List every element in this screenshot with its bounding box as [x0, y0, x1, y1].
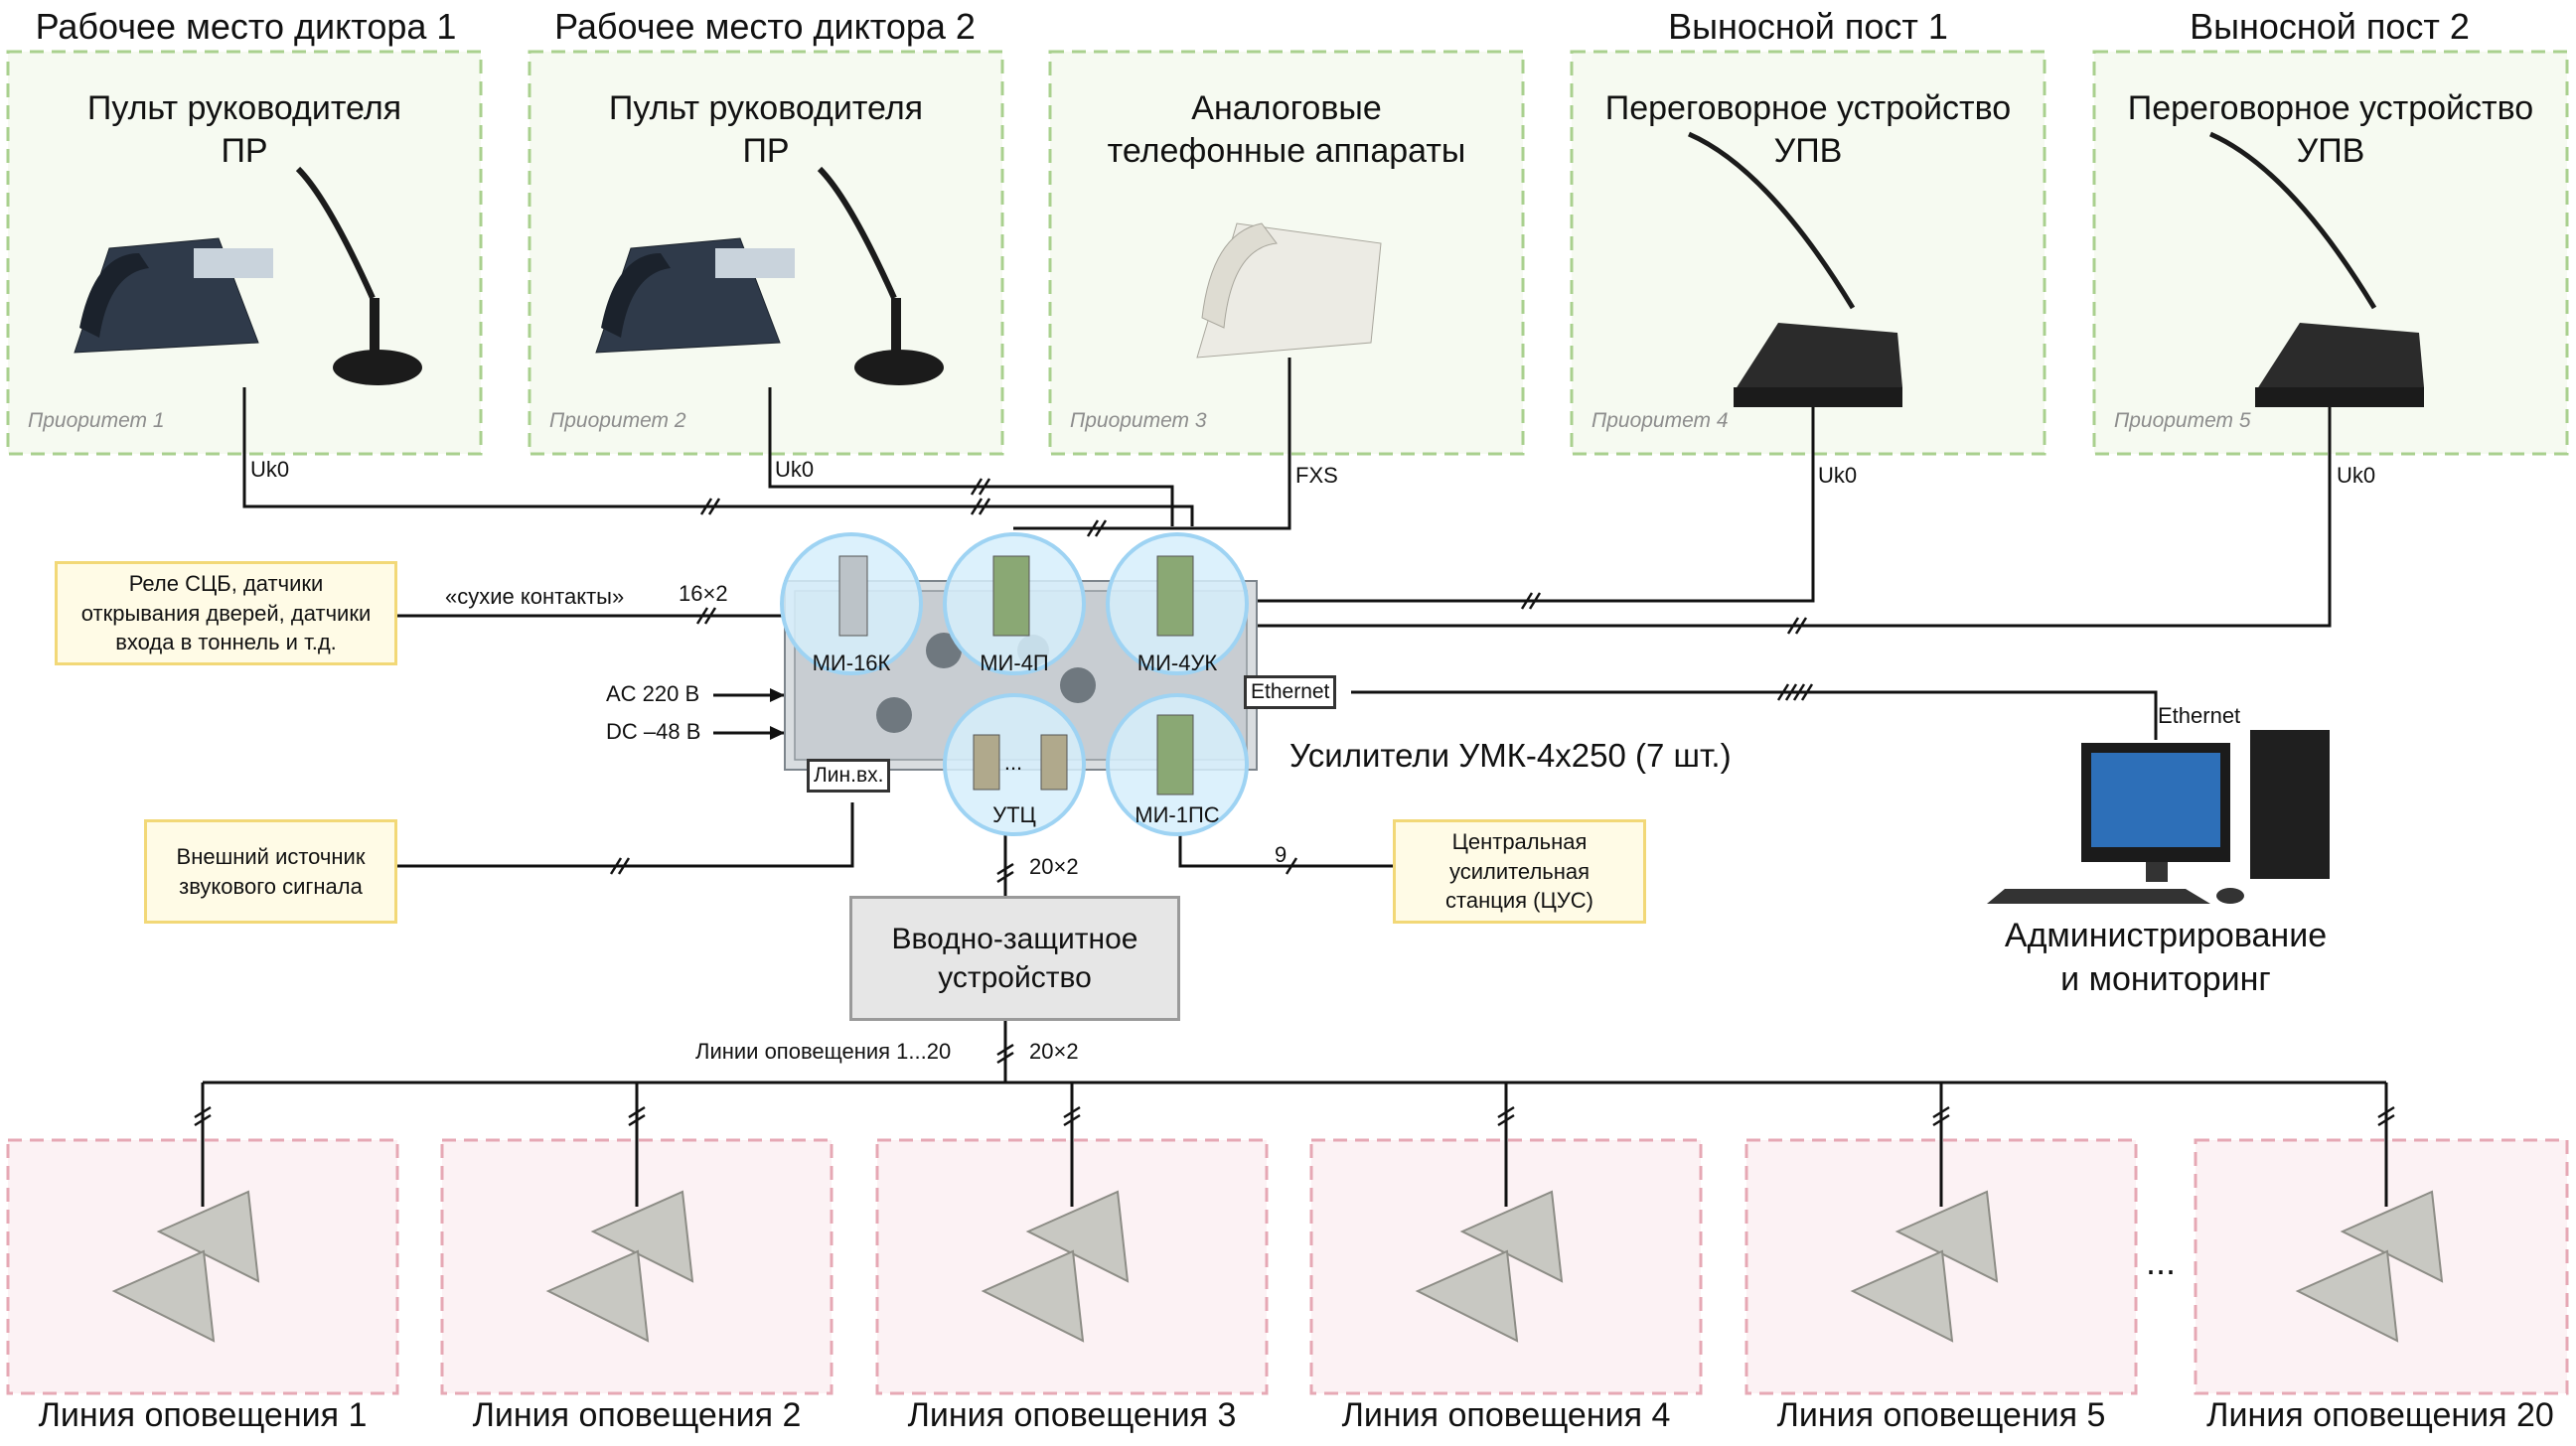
desk-phone-2 — [595, 237, 795, 354]
zone-header-2: Рабочее место диктора 2 — [554, 6, 976, 47]
zone-5-link-label: Uk0 — [2337, 463, 2376, 488]
conference-unit-1 — [1687, 131, 1902, 407]
relay-sensors-box: Реле СЦБ, датчики открывания дверей, дат… — [55, 561, 397, 665]
dc-arrow — [770, 726, 785, 740]
line-label-5: Линия оповещения 5 — [1776, 1396, 2106, 1434]
zone-1-link-label: Uk0 — [250, 457, 290, 482]
module-mi-1ps-label: МИ-1ПС — [1135, 802, 1220, 827]
zone-5-priority: Приоритет 5 — [2114, 409, 2251, 432]
cus-line-1: Центральная — [1451, 828, 1588, 854]
rack-to-vzu-count: 20×2 — [1029, 854, 1079, 879]
zone-header-5: Выносной пост 2 — [2190, 6, 2470, 47]
zone-5-device-title: Переговорное устройство УПВ — [2094, 87, 2567, 172]
relay-line-2: открывания дверей, датчики — [80, 600, 372, 626]
cus-count: 9 — [1275, 842, 1288, 867]
horn-speakers — [111, 1190, 2444, 1343]
module-mi-4uk-label: МИ-4УК — [1136, 651, 1218, 675]
relay-line-1: Реле СЦБ, датчики — [128, 570, 324, 596]
zone-4-device-title: Переговорное устройство УПВ — [1572, 87, 2045, 172]
module-mi-16k-label: МИ-16К — [812, 651, 891, 675]
zone-4-device-line-2: УПВ — [1773, 131, 1843, 170]
cus-line-3: станция (ЦУС) — [1445, 888, 1593, 914]
lines-ellipsis: ... — [2146, 1241, 2177, 1282]
vzu-box: Вводно-защитное устройство — [849, 896, 1180, 1021]
zone-2-link-label: Uk0 — [775, 457, 815, 482]
horn-pair-1 — [111, 1190, 260, 1343]
line-in-tag: Лин.вх. — [807, 759, 891, 793]
zone-3-device-line-2: телефонные аппараты — [1107, 131, 1466, 170]
tick-marks — [194, 478, 2395, 1127]
ac-power-label: AC 220 В — [606, 681, 700, 706]
cus-box: Центральная усилительная станция (ЦУС) — [1393, 819, 1646, 924]
horn-pair-3 — [981, 1190, 1130, 1343]
zone-2-priority: Приоритет 2 — [549, 409, 686, 432]
horn-pair-2 — [545, 1190, 694, 1343]
zone-2-device-line-1: Пульт руководителя — [608, 89, 924, 127]
ac-arrow — [770, 688, 785, 702]
external-source-line-1: Внешний источник — [176, 843, 366, 869]
zone-1-device-line-1: Пульт руководителя — [86, 89, 402, 127]
line-label-4: Линия оповещения 4 — [1341, 1396, 1671, 1434]
line-label-20: Линия оповещения 20 — [2206, 1396, 2554, 1434]
admin-line-2: и мониторинг — [2060, 960, 2271, 999]
horn-pair-5 — [1850, 1190, 1999, 1343]
vzu-line-1: Вводно-защитное — [891, 923, 1138, 955]
rack-ethernet-tag: Ethernet — [1244, 675, 1337, 709]
zone-3-link-label: FXS — [1295, 463, 1338, 488]
gooseneck-mic-2 — [817, 166, 944, 385]
dc-power-label: DC –48 В — [606, 719, 701, 744]
computer — [1987, 730, 2330, 904]
module-utc-label: УТЦ — [992, 802, 1036, 827]
horn-pair-4 — [1415, 1190, 1564, 1343]
zone-5-device-line-2: УПВ — [2296, 131, 2365, 170]
analog-phone — [1196, 222, 1382, 359]
line-label-1: Линия оповещения 1 — [38, 1396, 368, 1434]
cus-line-2: усилительная — [1448, 858, 1591, 884]
module-utc-dots: ... — [1003, 750, 1023, 775]
module-mi-4p-label: МИ-4П — [980, 651, 1049, 675]
external-source-line-2: звукового сигнала — [179, 873, 363, 899]
zone-header-1: Рабочее место диктора 1 — [35, 6, 457, 47]
zone-3-device-line-1: Аналоговые — [1191, 89, 1382, 127]
amplifiers-label: Усилители УМК-4x250 (7 шт.) — [1289, 737, 1732, 774]
zone-4-link-label: Uk0 — [1818, 463, 1858, 488]
zone-5-device-line-1: Переговорное устройство — [2127, 89, 2534, 127]
zone-3-device-title: Аналоговые телефонные аппараты — [1050, 87, 1523, 172]
relay-line-3: входа в тоннель и т.д. — [115, 630, 337, 655]
admin-line-1: Администрирование — [2004, 917, 2328, 954]
gooseneck-mic-1 — [295, 166, 422, 385]
zone-2-device-title: Пульт руководителя ПР — [530, 87, 1002, 172]
zone-4-device-line-1: Переговорное устройство — [1604, 89, 2012, 127]
admin-ethernet-label: Ethernet — [2158, 703, 2241, 728]
horn-pair-20 — [2295, 1190, 2444, 1343]
zone-2-device-line-2: ПР — [742, 131, 790, 170]
zone-4-priority: Приоритет 4 — [1591, 409, 1729, 432]
bus-count: 20×2 — [1029, 1039, 1079, 1064]
desk-phone-1 — [74, 237, 273, 354]
bus-label: Линии оповещения 1...20 — [695, 1039, 952, 1064]
zone-1-priority: Приоритет 1 — [28, 409, 165, 432]
wires — [201, 358, 2388, 1207]
dry-contacts-label: «сухие контакты» — [445, 584, 625, 609]
vzu-line-2: устройство — [938, 961, 1092, 994]
zone-header-4: Выносной пост 1 — [1668, 6, 1948, 47]
module-bubbles — [780, 532, 1249, 836]
external-source-box: Внешний источник звукового сигнала — [144, 819, 397, 924]
line-label-3: Линия оповещения 3 — [907, 1396, 1237, 1434]
zone-1-device-line-2: ПР — [221, 131, 268, 170]
conference-unit-2 — [2208, 131, 2424, 407]
admin-title: Администрирование и мониторинг — [1972, 914, 2359, 1001]
line-label-2: Линия оповещения 2 — [472, 1396, 802, 1434]
zone-3-priority: Приоритет 3 — [1070, 409, 1207, 432]
dry-contacts-count: 16×2 — [679, 581, 728, 606]
zone-1-device-title: Пульт руководителя ПР — [8, 87, 481, 172]
